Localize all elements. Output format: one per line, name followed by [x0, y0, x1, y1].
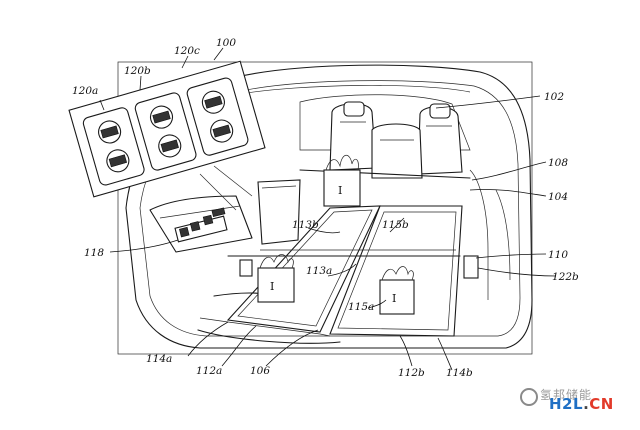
label-122b: 122b: [552, 271, 579, 283]
watermark-site-h2l: H2L: [549, 395, 584, 413]
label-108: 108: [548, 157, 568, 169]
watermark-chinese-text: 氢邦储能: [540, 388, 593, 402]
bag-mark-upper: I: [338, 184, 342, 197]
bag-mark-right: I: [392, 292, 396, 305]
small-box: [239, 259, 253, 277]
control-panel-inset: [68, 60, 266, 198]
label-120b: 120b: [124, 65, 151, 77]
label-118: 118: [84, 247, 104, 259]
left-trim-panel: [149, 195, 253, 253]
label-100: 100: [216, 37, 236, 49]
headrests: [343, 101, 451, 119]
inset-leader: [199, 165, 253, 211]
watermark-logo-icon: [520, 388, 538, 406]
label-112a: 112a: [196, 365, 222, 377]
label-113a: 113a: [306, 265, 332, 277]
label-115b: 115b: [382, 219, 409, 231]
grocery-bag-left: I: [257, 254, 295, 303]
figure-frame: [117, 61, 533, 355]
label-104: 104: [548, 191, 568, 203]
label-114a: 114a: [146, 353, 172, 365]
label-106: 106: [250, 365, 270, 377]
label-110: 110: [548, 249, 568, 261]
watermark-site-cn: CN: [589, 395, 614, 413]
label-114b: 114b: [446, 367, 473, 379]
floor-panel-112b: [329, 205, 463, 337]
label-113b: 113b: [292, 219, 319, 231]
watermark-site-dot: .: [583, 395, 590, 413]
label-115a: 115a: [348, 301, 374, 313]
grocery-bag-upper: I: [323, 154, 361, 207]
left-console: [257, 179, 301, 245]
label-112b: 112b: [398, 367, 425, 379]
latch-122b: [463, 255, 479, 279]
label-120c: 120c: [174, 45, 200, 57]
leader-lines: [99, 47, 557, 371]
grocery-bag-right: I: [379, 266, 415, 315]
label-102: 102: [544, 91, 564, 103]
bag-mark-left: I: [270, 280, 274, 293]
watermark-site: H2L.CN: [549, 395, 614, 413]
label-120a: 120a: [72, 85, 98, 97]
